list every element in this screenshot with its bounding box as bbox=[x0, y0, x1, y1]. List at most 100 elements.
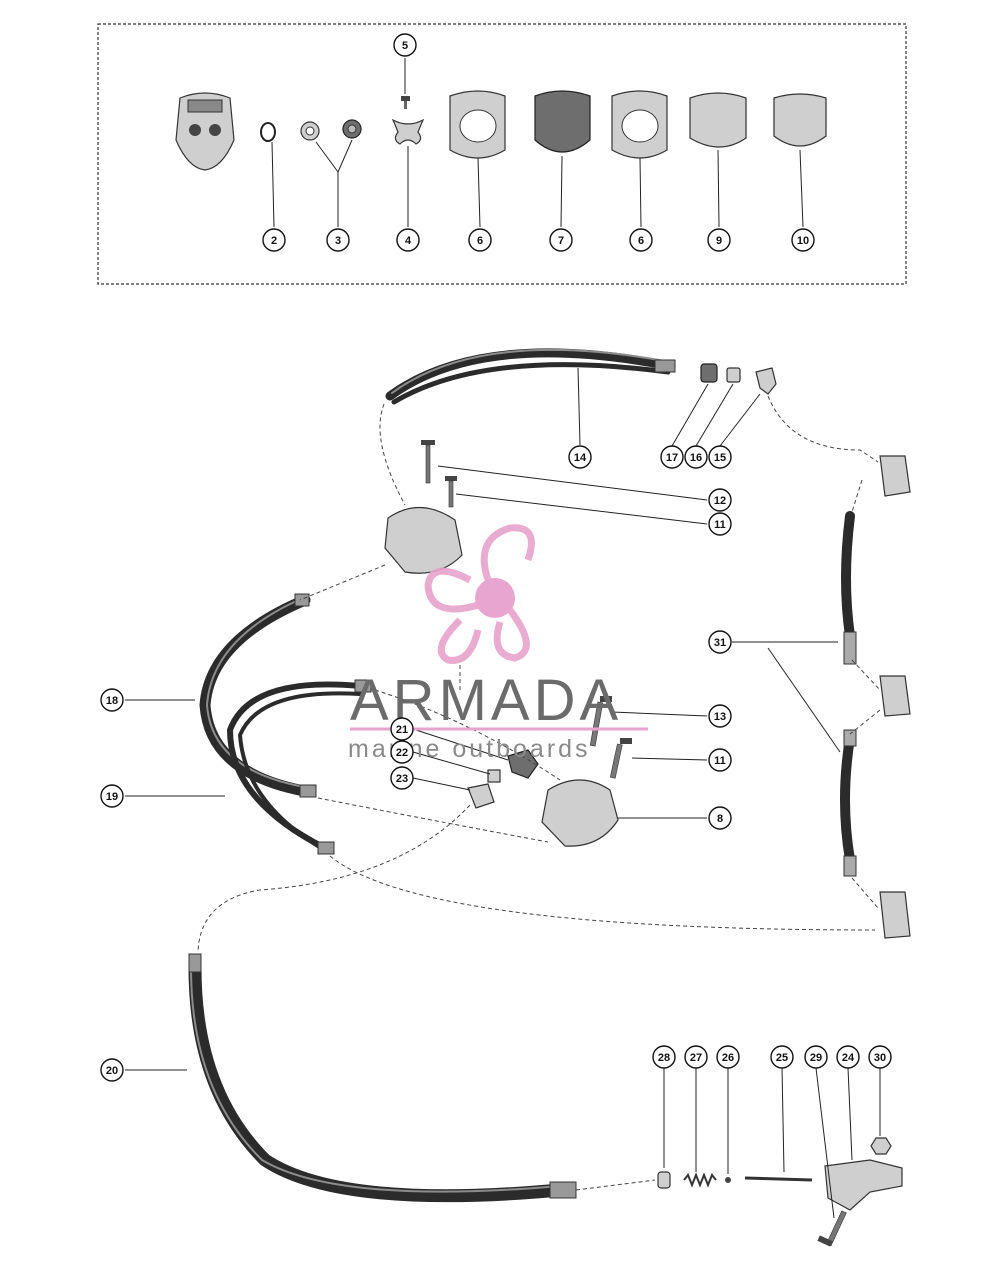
hose-14 bbox=[385, 348, 676, 405]
callout-label: 10 bbox=[797, 235, 809, 247]
callout-label: 13 bbox=[714, 711, 726, 723]
callout-label: 11 bbox=[714, 755, 726, 767]
screw-11-top bbox=[445, 476, 457, 508]
callout-label: 2 bbox=[271, 235, 277, 247]
hose-19 bbox=[226, 679, 372, 855]
callout-label: 6 bbox=[477, 235, 483, 247]
callout-label: 29 bbox=[810, 1052, 822, 1064]
part-gasket-a bbox=[449, 90, 506, 159]
callout-28: 28 bbox=[652, 1045, 676, 1069]
callout-29: 29 bbox=[804, 1045, 828, 1069]
callout-label: 4 bbox=[405, 235, 412, 247]
fitting-15 bbox=[755, 367, 777, 395]
callout-9: 9 bbox=[707, 228, 731, 252]
part-29-bolt bbox=[817, 1210, 847, 1247]
callout-label: 24 bbox=[842, 1052, 855, 1064]
pump-lower bbox=[541, 779, 619, 847]
callout-label: 8 bbox=[717, 813, 723, 825]
hose-18 bbox=[199, 593, 317, 798]
part-screw-small bbox=[401, 96, 410, 109]
callout-11: 11 bbox=[708, 512, 732, 536]
callout-label: 18 bbox=[106, 695, 118, 707]
callout-label: 7 bbox=[558, 235, 564, 247]
part-24-body bbox=[824, 1159, 903, 1211]
hose-20 bbox=[188, 953, 577, 1203]
watermark-subtitle: marine outboards bbox=[348, 735, 591, 763]
callout-label: 30 bbox=[874, 1052, 886, 1064]
callout-label: 19 bbox=[106, 791, 118, 803]
part-o-ring bbox=[260, 122, 276, 142]
fitting-16 bbox=[726, 367, 741, 383]
part-25-pin bbox=[744, 1176, 813, 1182]
callout-27: 27 bbox=[684, 1045, 708, 1069]
callout-2: 2 bbox=[262, 228, 286, 252]
callout-label: 6 bbox=[638, 235, 644, 247]
callout-20: 20 bbox=[100, 1058, 124, 1082]
part-gasket-b bbox=[611, 90, 668, 159]
callout-17: 17 bbox=[660, 445, 684, 469]
routing-lines bbox=[197, 395, 881, 1191]
main-leaders bbox=[125, 367, 881, 1219]
inset-leaders bbox=[271, 58, 804, 228]
callout-12: 12 bbox=[708, 488, 732, 512]
callout-11: 11 bbox=[708, 748, 732, 772]
callout-label: 21 bbox=[396, 724, 408, 736]
part-cover bbox=[773, 93, 827, 147]
callout-13: 13 bbox=[708, 704, 732, 728]
callout-label: 23 bbox=[396, 773, 408, 785]
callout-7: 7 bbox=[549, 228, 573, 252]
callout-label: 20 bbox=[106, 1065, 118, 1077]
callout-6: 6 bbox=[629, 228, 653, 252]
callout-label: 11 bbox=[714, 519, 726, 531]
watermark-title: ARMADA bbox=[350, 668, 622, 733]
callout-22: 22 bbox=[390, 740, 414, 764]
callout-label: 25 bbox=[776, 1052, 788, 1064]
callout-18: 18 bbox=[100, 688, 124, 712]
callout-label: 3 bbox=[335, 235, 341, 247]
callout-label: 27 bbox=[690, 1052, 702, 1064]
callout-19: 19 bbox=[100, 784, 124, 808]
callout-10: 10 bbox=[791, 228, 815, 252]
callout-21: 21 bbox=[390, 717, 414, 741]
callout-25: 25 bbox=[770, 1045, 794, 1069]
elbow-21 bbox=[507, 749, 539, 779]
callout-26: 26 bbox=[716, 1045, 740, 1069]
watermark-logo bbox=[424, 524, 535, 664]
part-diaphragm bbox=[534, 90, 591, 153]
callout-3: 3 bbox=[326, 228, 350, 252]
fitting-17 bbox=[700, 363, 718, 383]
callout-23: 23 bbox=[390, 766, 414, 790]
callout-4: 4 bbox=[396, 228, 420, 252]
screw-13 bbox=[589, 696, 612, 747]
part-housing-top bbox=[175, 92, 235, 171]
callout-label: 22 bbox=[396, 747, 408, 759]
callout-label: 16 bbox=[690, 452, 702, 464]
nut-22 bbox=[487, 769, 501, 783]
callout-label: 31 bbox=[714, 637, 726, 649]
part-26 bbox=[725, 1177, 731, 1183]
callout-label: 9 bbox=[716, 235, 722, 247]
part-30-nut bbox=[870, 1137, 892, 1155]
callout-label: 26 bbox=[722, 1052, 734, 1064]
inset-box bbox=[97, 23, 907, 285]
part-valve bbox=[391, 118, 425, 145]
callout-label: 12 bbox=[714, 495, 726, 507]
screw-11-bottom bbox=[609, 738, 632, 779]
right-assembly bbox=[840, 455, 911, 939]
part-28 bbox=[657, 1171, 671, 1189]
callout-30: 30 bbox=[868, 1045, 892, 1069]
callout-15: 15 bbox=[708, 445, 732, 469]
callout-8: 8 bbox=[708, 806, 732, 830]
callout-label: 15 bbox=[714, 452, 726, 464]
callout-label: 17 bbox=[666, 452, 678, 464]
cap-23 bbox=[467, 783, 495, 809]
callout-label: 5 bbox=[402, 40, 408, 52]
part-plate bbox=[689, 92, 747, 148]
callout-6: 6 bbox=[468, 228, 492, 252]
screw-12 bbox=[421, 440, 435, 484]
callout-5: 5 bbox=[393, 33, 417, 57]
pump-upper bbox=[384, 506, 463, 574]
callout-16: 16 bbox=[684, 445, 708, 469]
